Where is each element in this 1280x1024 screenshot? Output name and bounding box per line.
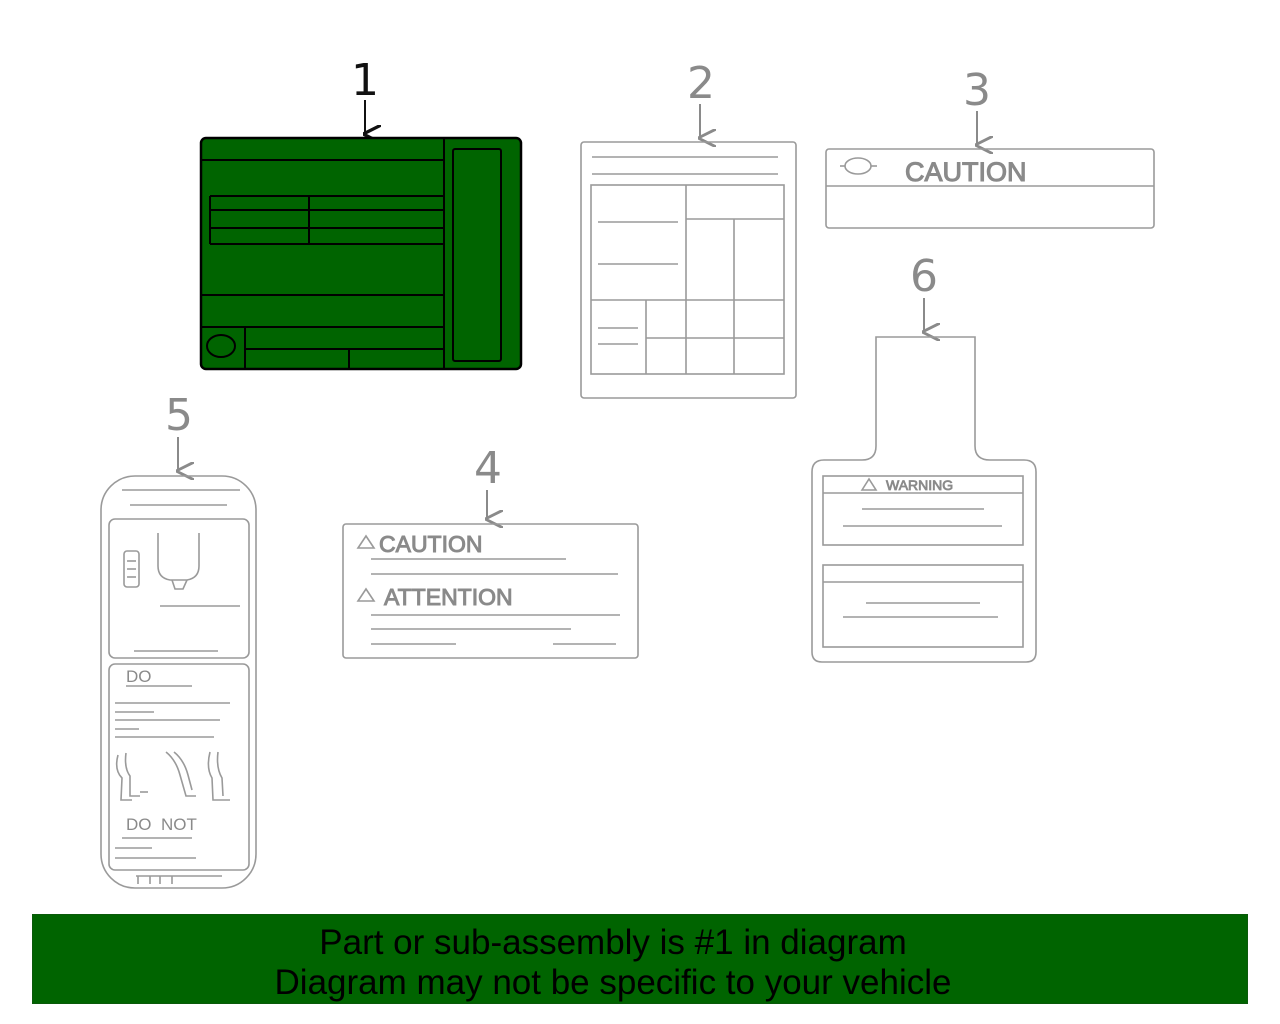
part-4-label[interactable]: 4 CAUTION ATTENTION — [342, 443, 639, 659]
do-not-text: DO NOT — [126, 815, 197, 834]
info-banner: Part or sub-assembly is #1 in diagram Di… — [32, 914, 1248, 1004]
part-6-label[interactable]: 6 WARNING — [811, 251, 1037, 663]
banner-line-2: Diagram may not be specific to your vehi… — [274, 963, 952, 1002]
banner-line-1: Part or sub-assembly is #1 in diagram — [319, 923, 907, 962]
hand-icon-1 — [115, 754, 132, 801]
part-1-label[interactable]: 1 — [199, 55, 523, 371]
caution-4-text: CAUTION — [379, 531, 483, 557]
warning-triangle-icon — [860, 477, 878, 491]
callout-4[interactable]: 4 — [474, 443, 502, 494]
callout-3[interactable]: 3 — [963, 65, 991, 116]
hand-icon-3 — [207, 751, 230, 801]
callout-5[interactable]: 5 — [165, 390, 193, 441]
part-2-label[interactable]: 2 — [580, 58, 797, 399]
caution-3-icon — [844, 157, 872, 175]
do-text: DO — [126, 667, 152, 686]
callout-1[interactable]: 1 — [351, 55, 379, 106]
part-3-label[interactable]: 3 CAUTION — [825, 65, 1155, 229]
warning-6-text: WARNING — [886, 477, 953, 493]
attention-4-text: ATTENTION — [384, 584, 513, 610]
callout-6[interactable]: 6 — [910, 251, 938, 302]
part-5-label[interactable]: 5 — [100, 390, 257, 889]
callout-2[interactable]: 2 — [687, 58, 715, 109]
attention-triangle-icon — [356, 587, 376, 602]
caution-triangle-icon — [356, 534, 376, 549]
nozzle-icon — [157, 533, 200, 581]
valve-icon — [123, 550, 140, 588]
caution-3-text: CAUTION — [905, 157, 1027, 187]
hand-icon-2 — [165, 751, 196, 797]
